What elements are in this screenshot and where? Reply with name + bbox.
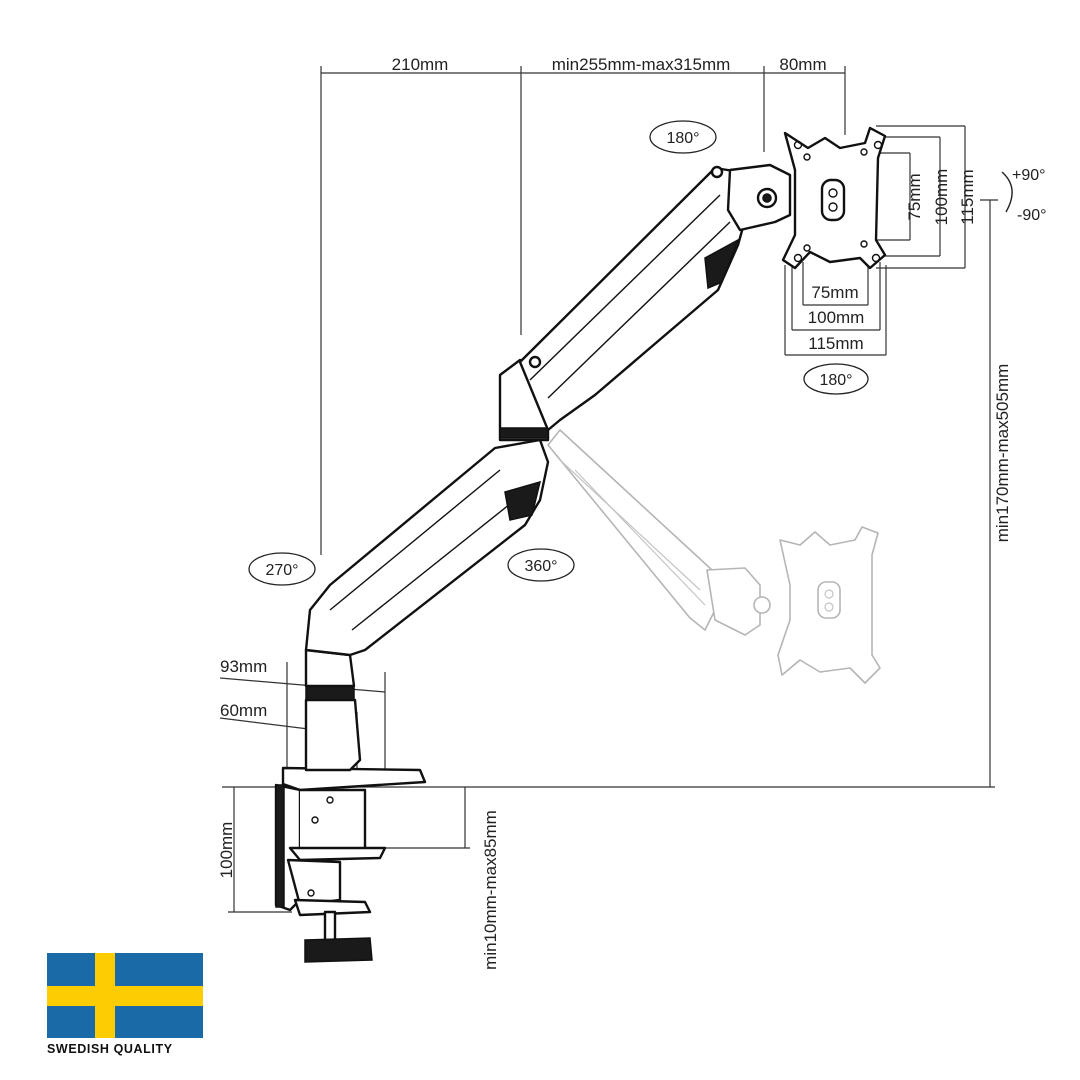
ghost-arm bbox=[547, 429, 881, 684]
rotation-top-head: 180° bbox=[649, 120, 717, 154]
dim-210: 210mm bbox=[392, 55, 449, 74]
main-arm bbox=[274, 126, 887, 963]
dim-plate-v115: 115mm bbox=[808, 334, 863, 353]
dim-height-range: min170mm-max505mm bbox=[993, 364, 1012, 543]
dim-80: 80mm bbox=[779, 55, 826, 74]
dim-clamp-range: min10mm-max85mm bbox=[481, 810, 500, 970]
dim-pole-93: 93mm bbox=[220, 657, 267, 676]
rotation-elbow-label: 360° bbox=[524, 558, 557, 575]
dim-plate-h100: 100mm bbox=[932, 169, 951, 226]
rotation-elbow: 360° bbox=[507, 548, 575, 582]
tilt-indicator: +90° -90° bbox=[1001, 167, 1047, 224]
swedish-quality-caption: SWEDISH QUALITY bbox=[47, 1042, 173, 1056]
dim-plate-h115: 115mm bbox=[958, 169, 977, 224]
dim-clamp-height: 100mm bbox=[217, 822, 236, 879]
rotation-plate-bottom-label: 180° bbox=[819, 372, 852, 389]
dim-pole-60: 60mm bbox=[220, 701, 267, 720]
rotation-base-label: 270° bbox=[265, 562, 298, 579]
rotation-plate-bottom: 180° bbox=[803, 363, 869, 395]
rotation-base: 270° bbox=[248, 552, 316, 586]
swedish-flag-icon bbox=[47, 953, 203, 1038]
rotation-top-head-label: 180° bbox=[666, 130, 699, 147]
dim-plate-h75: 75mm bbox=[905, 173, 924, 220]
dim-plate-v100: 100mm bbox=[808, 308, 865, 327]
tilt-up-label: +90° bbox=[1012, 167, 1046, 184]
tilt-down-label: -90° bbox=[1017, 207, 1047, 224]
dim-plate-v75: 75mm bbox=[811, 283, 858, 302]
dim-arm-reach: min255mm-max315mm bbox=[552, 55, 731, 74]
